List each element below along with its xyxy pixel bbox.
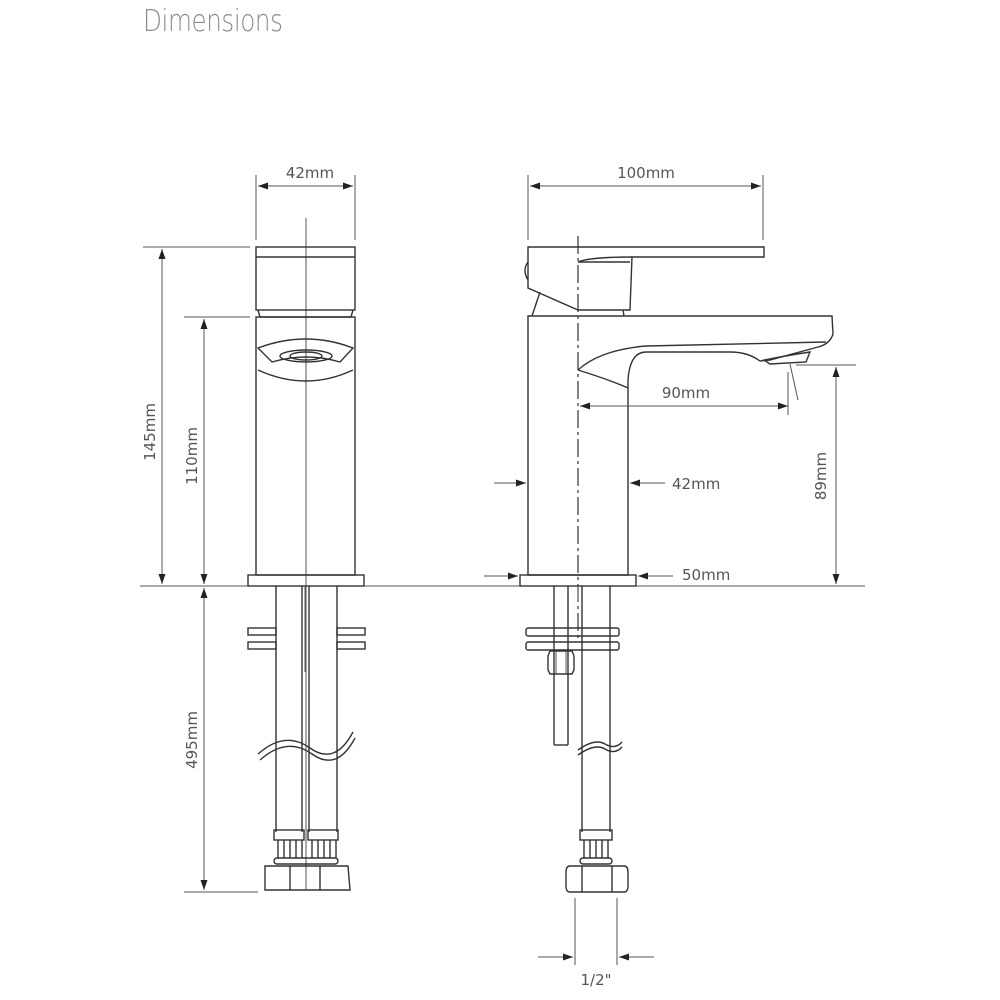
front-overall-height-label: 145mm [141, 403, 159, 461]
connection-size-label: 1/2" [580, 971, 611, 989]
outlet-height-label: 89mm [812, 452, 830, 500]
side-overall-length-label: 100mm [617, 164, 675, 182]
front-body-height-label: 110mm [183, 427, 201, 485]
page-title: Dimensions [143, 4, 283, 39]
side-view: 100mm 90mm 42mm 50mm 89mm [484, 164, 856, 989]
side-body-width-label: 42mm [672, 475, 720, 493]
hose-length-label: 495mm [183, 711, 201, 769]
front-view: 42mm 145mm 110mm [141, 164, 366, 893]
front-width-label: 42mm [286, 164, 334, 182]
base-width-label: 50mm [682, 566, 730, 584]
spout-reach-label: 90mm [662, 384, 710, 402]
